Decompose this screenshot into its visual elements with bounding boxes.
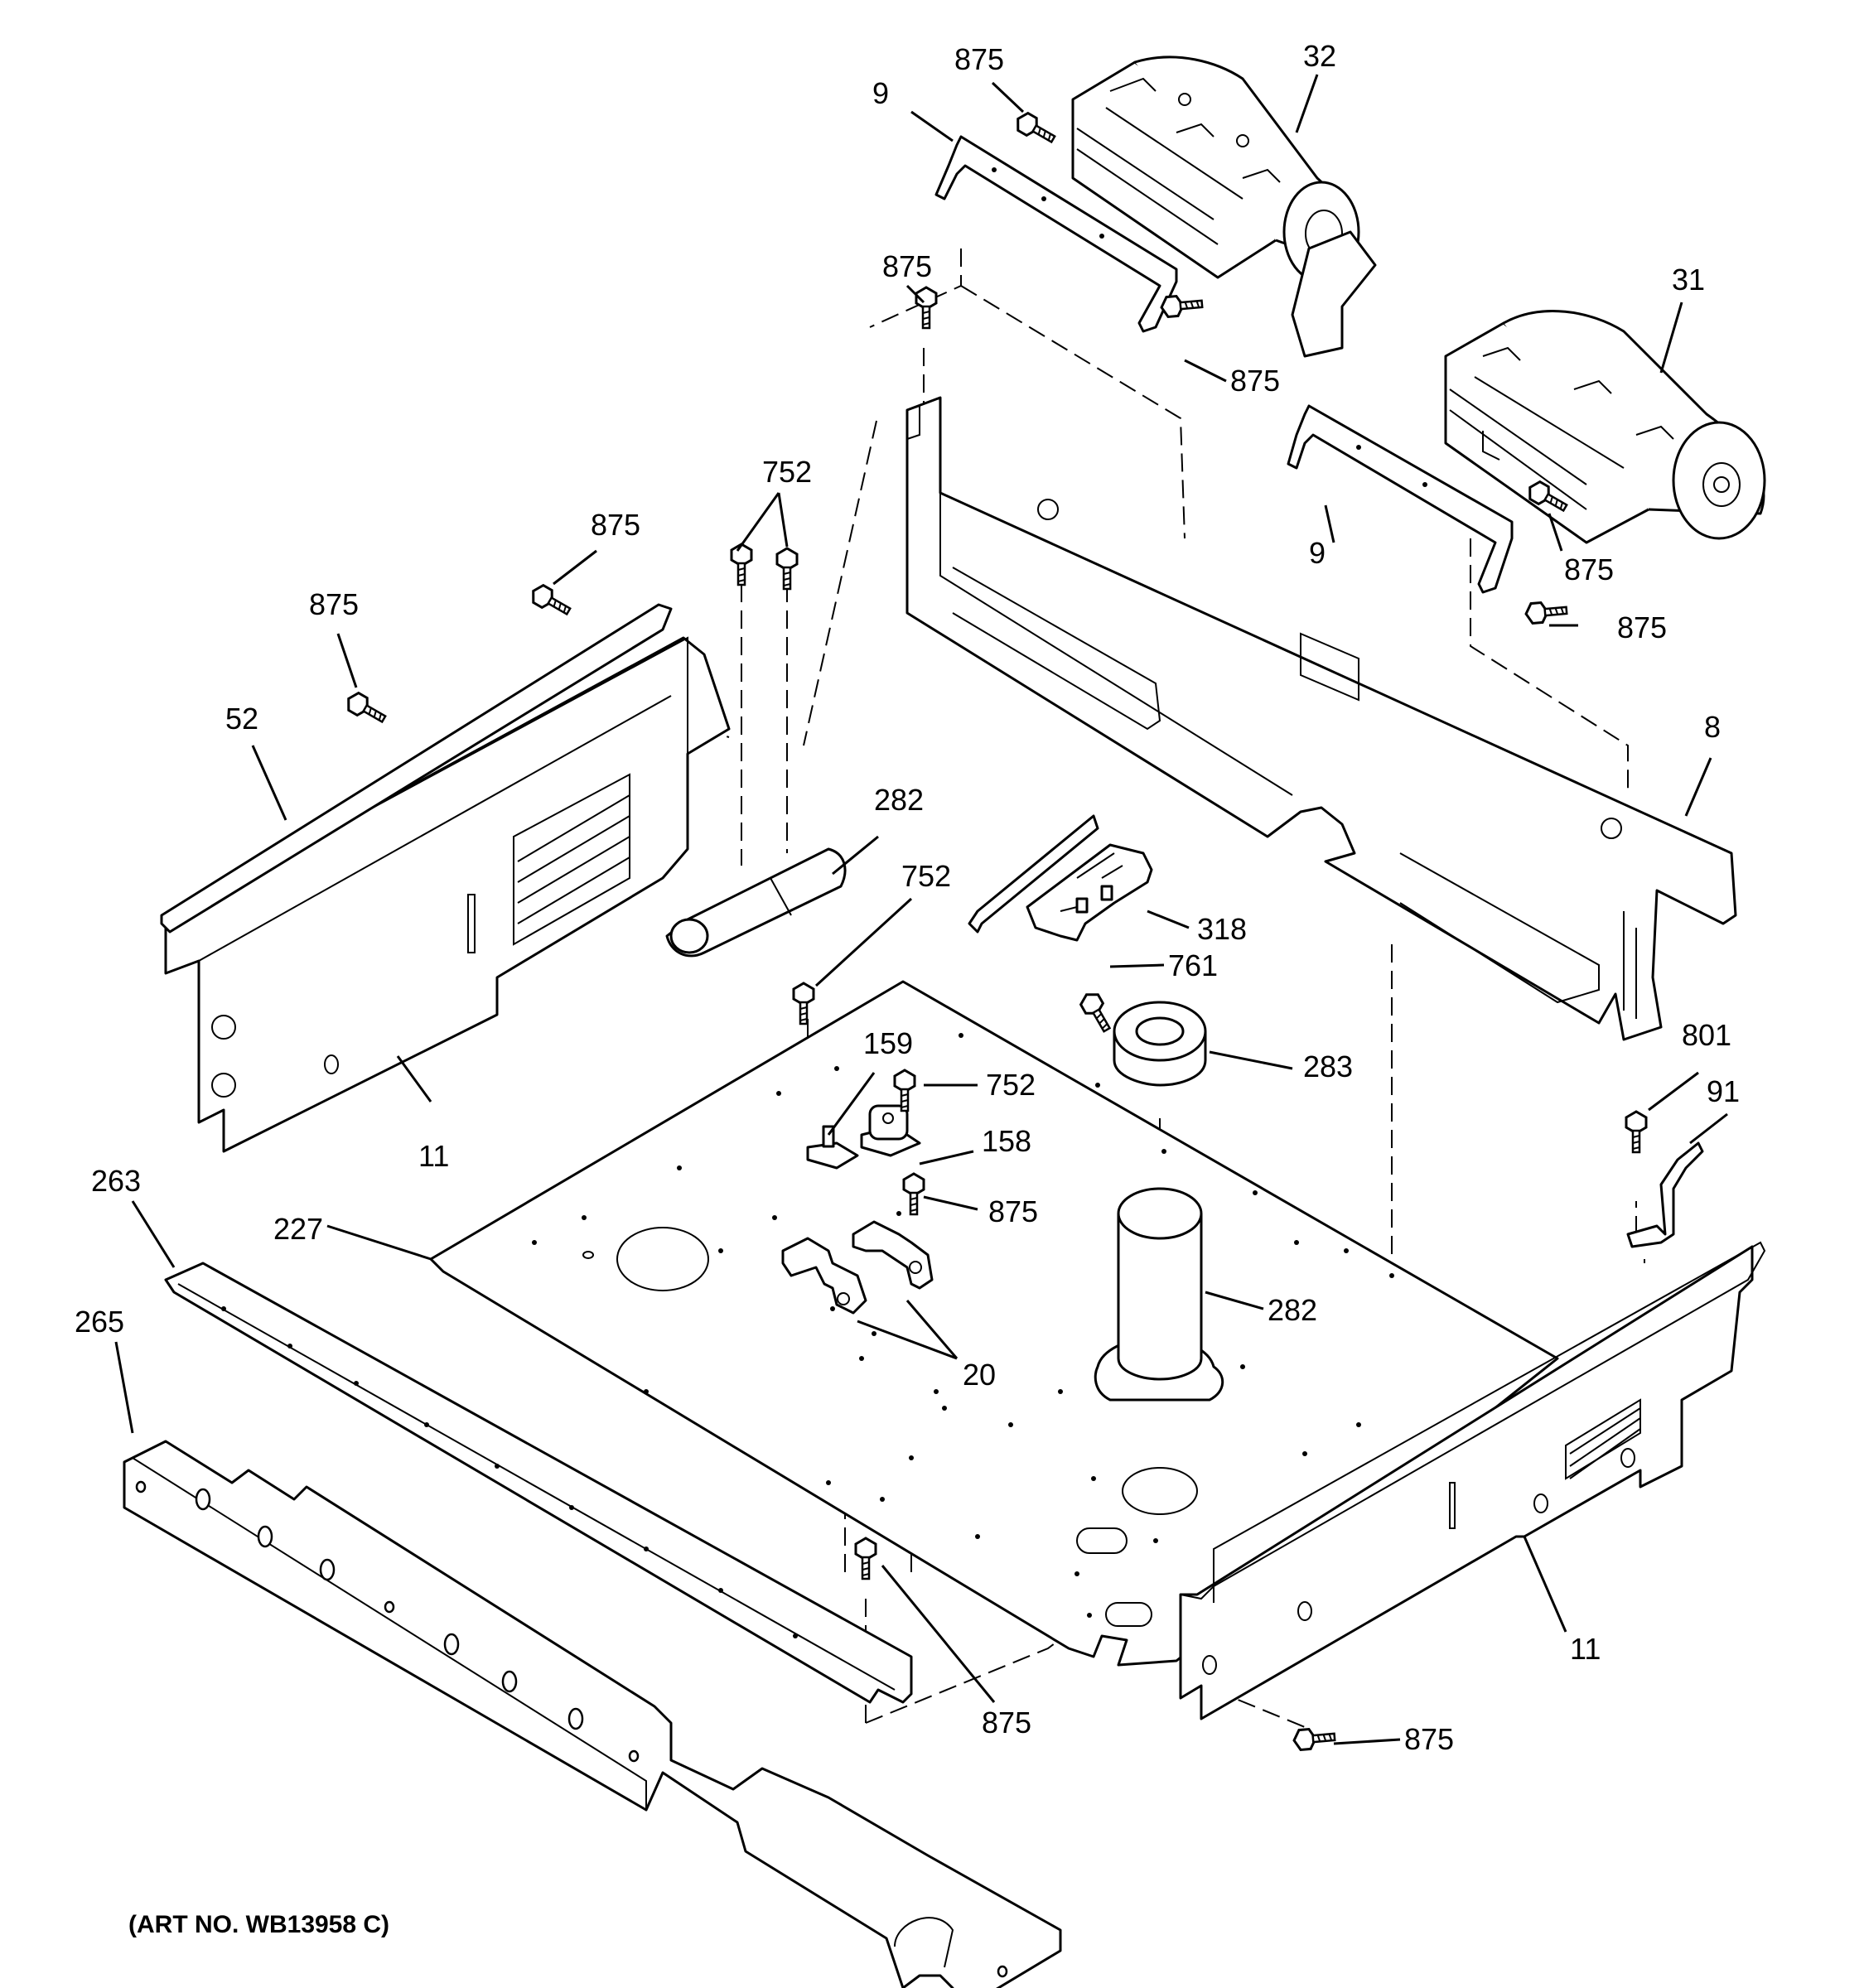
rear-panel-8 (905, 396, 1737, 1041)
label-32: 32 (1303, 39, 1336, 73)
label-265: 265 (75, 1305, 124, 1339)
insulation-ring-283 (1113, 1001, 1207, 1087)
label-875-c: 875 (1230, 364, 1280, 398)
label-263: 263 (91, 1164, 141, 1198)
leader-lines (114, 74, 1728, 1745)
base-pan-227 (429, 980, 1559, 1667)
flue-tube-282 (1094, 1187, 1224, 1402)
label-875-g: 875 (1617, 610, 1667, 644)
label-318: 318 (1197, 912, 1247, 946)
rod-91 (1626, 1141, 1704, 1248)
label-159: 159 (863, 1026, 913, 1060)
label-20: 20 (963, 1358, 996, 1392)
label-91: 91 (1707, 1074, 1740, 1108)
label-11-b: 11 (1570, 1632, 1601, 1666)
bracket-9-lower (1287, 404, 1514, 594)
label-875-e: 875 (309, 587, 359, 621)
label-52: 52 (225, 702, 258, 736)
label-875-a: 875 (954, 42, 1004, 76)
side-panel-11-right (1179, 1241, 1766, 1720)
label-158: 158 (982, 1124, 1031, 1158)
label-875-h: 875 (988, 1194, 1038, 1228)
label-875-i: 875 (982, 1706, 1031, 1740)
label-9-a: 9 (872, 76, 889, 110)
label-752-a: 752 (762, 455, 812, 489)
label-283: 283 (1303, 1049, 1353, 1083)
label-11-a: 11 (418, 1139, 449, 1173)
ignitor-318 (968, 814, 1153, 942)
label-31: 31 (1672, 263, 1705, 297)
label-875-d: 875 (591, 508, 640, 542)
label-875-f: 875 (1564, 552, 1614, 586)
blower-motor-31 (1444, 310, 1766, 544)
thermostat-158 (860, 1104, 921, 1157)
bracket-9-upper (934, 135, 1178, 333)
label-227: 227 (273, 1212, 323, 1246)
label-282-b: 282 (1268, 1293, 1317, 1327)
art-number: (ART NO. WB13958 C) (128, 1911, 389, 1938)
strip-52 (160, 603, 673, 934)
label-282-a: 282 (874, 783, 924, 817)
label-761: 761 (1168, 948, 1218, 982)
part-labels: 875 32 9 875 875 31 752 875 875 9 875 87… (75, 39, 1740, 1938)
rail-263 (164, 1262, 913, 1704)
tube-282-small (665, 847, 847, 958)
label-752-b: 752 (901, 859, 951, 893)
blower-motor-32 (1071, 55, 1377, 358)
label-875-j: 875 (1404, 1722, 1454, 1756)
side-panel-11-left (164, 636, 731, 1153)
label-801: 801 (1682, 1018, 1731, 1052)
label-752-c: 752 (986, 1068, 1036, 1102)
label-875-b: 875 (882, 249, 932, 283)
brackets-20 (781, 1220, 934, 1315)
label-8: 8 (1704, 710, 1721, 744)
label-9-b: 9 (1309, 536, 1326, 570)
shield-265 (123, 1440, 1062, 1988)
